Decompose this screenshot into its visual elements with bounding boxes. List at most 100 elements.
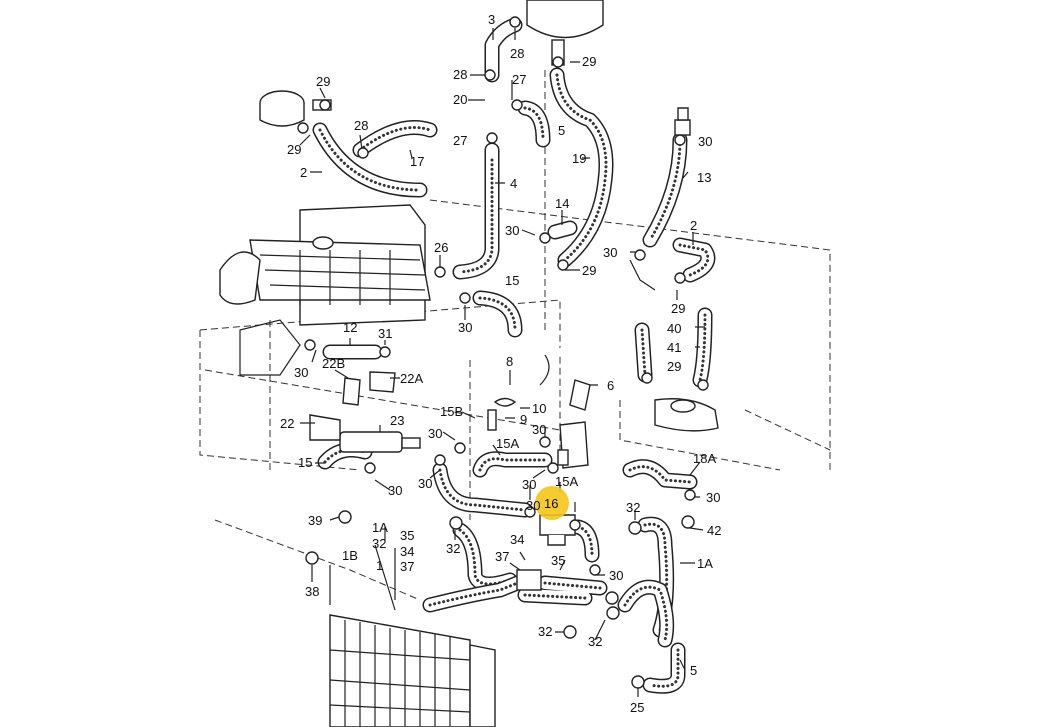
- part-label: 1B: [342, 548, 358, 563]
- part-label: 15: [505, 273, 519, 288]
- part-label: 30: [294, 365, 308, 380]
- part-label: 25: [630, 700, 644, 715]
- part-label: 32: [588, 634, 602, 649]
- part-label: 30: [526, 498, 540, 513]
- hose-15a-lower: [432, 462, 533, 518]
- part-label: 37: [400, 559, 414, 574]
- part-label: 39: [308, 513, 322, 528]
- hose-18a: [622, 459, 698, 490]
- part-label: 15A: [496, 436, 519, 451]
- hose-15a: [472, 451, 553, 478]
- hose-5-bottom: [642, 642, 686, 694]
- part-label: 19: [572, 151, 586, 166]
- leader-lines: [299, 28, 705, 697]
- part-label: 30: [706, 490, 720, 505]
- part-label: 32: [372, 536, 386, 551]
- part-label: 30: [532, 422, 546, 437]
- highlighted-part-label: 16: [544, 496, 558, 511]
- hose-1a-lower: [617, 579, 675, 648]
- part-label: 30: [603, 245, 617, 260]
- part-label: 34: [510, 532, 524, 547]
- hose-5-top: [517, 100, 551, 148]
- part-label: 5: [558, 123, 565, 138]
- part-label: 22: [280, 416, 294, 431]
- part-label: 30: [609, 568, 623, 583]
- part-label: 10: [532, 401, 546, 416]
- hose-2-right: [672, 237, 716, 283]
- part-label: 15A: [555, 474, 578, 489]
- part-label: 40: [667, 321, 681, 336]
- part-label: 15B: [440, 404, 463, 419]
- part-label: 2: [300, 165, 307, 180]
- hose-13: [642, 132, 688, 248]
- part-label: 30: [388, 483, 402, 498]
- hose-15-top: [472, 290, 523, 338]
- parts-mid: [309, 107, 719, 591]
- part-label: 32: [538, 624, 552, 639]
- coolant-flange-top-left: [259, 90, 332, 127]
- hose-30-lower: [570, 519, 600, 563]
- part-label: 22B: [322, 356, 345, 371]
- part-label: 30: [418, 476, 432, 491]
- part-label: 22A: [400, 371, 423, 386]
- part-label: 2: [690, 218, 697, 233]
- part-label: 5: [690, 663, 697, 678]
- part-label: 3: [488, 12, 495, 27]
- part-label: 29: [582, 263, 596, 278]
- part-label: 1A: [372, 520, 388, 535]
- radiator: [329, 614, 496, 727]
- hose-4: [452, 142, 500, 280]
- part-label: 27: [512, 72, 526, 87]
- part-label: 15: [298, 455, 312, 470]
- highlight-marker: [535, 486, 569, 520]
- hose-bottom: [517, 575, 608, 606]
- assembly-guide-lines: [199, 70, 831, 601]
- part-label: 35: [551, 553, 565, 568]
- part-label: 31: [378, 326, 392, 341]
- hose-41: [634, 322, 653, 383]
- part-label: 9: [520, 412, 527, 427]
- part-label: 14: [555, 196, 569, 211]
- hose-14: [547, 220, 578, 240]
- part-label: 29: [667, 359, 681, 374]
- part-label: 28: [510, 46, 524, 61]
- part-label: 26: [434, 240, 448, 255]
- part-label: 30: [428, 426, 442, 441]
- part-labels: 3 28 29 29 28 27 20 27 5 28 29 17 19 2 4…: [280, 12, 721, 715]
- hoses: [312, 17, 716, 694]
- part-label: 29: [316, 74, 330, 89]
- part-label: 42: [707, 523, 721, 538]
- part-label: 30: [458, 320, 472, 335]
- part-label: 30: [522, 477, 536, 492]
- clamps: [297, 16, 709, 689]
- metal-pipes: [439, 259, 656, 387]
- part-label: 34: [400, 544, 414, 559]
- part-label: 4: [510, 176, 517, 191]
- part-label: 28: [453, 67, 467, 82]
- hose-40: [692, 307, 713, 388]
- part-label: 41: [667, 340, 681, 355]
- part-label: 32: [626, 500, 640, 515]
- part-label: 28: [354, 118, 368, 133]
- part-label: 30: [505, 223, 519, 238]
- part-label: 29: [287, 142, 301, 157]
- part-label: 12: [343, 320, 357, 335]
- hose-1b: [422, 574, 528, 613]
- part-label: 1: [376, 558, 383, 573]
- part-label: 20: [453, 92, 467, 107]
- part-label: 23: [390, 413, 404, 428]
- part-label: 17: [410, 154, 424, 169]
- hose-19: [549, 67, 614, 268]
- engine-block: [219, 204, 431, 376]
- part-label: 29: [582, 54, 596, 69]
- part-label: 27: [453, 133, 467, 148]
- part-label: 6: [607, 378, 614, 393]
- hose-17: [312, 120, 438, 198]
- part-label: 32: [446, 541, 460, 556]
- part-label: 8: [506, 354, 513, 369]
- part-label: 18A: [693, 451, 716, 466]
- part-label: 30: [698, 134, 712, 149]
- part-label: 1A: [697, 556, 713, 571]
- part-label: 29: [671, 301, 685, 316]
